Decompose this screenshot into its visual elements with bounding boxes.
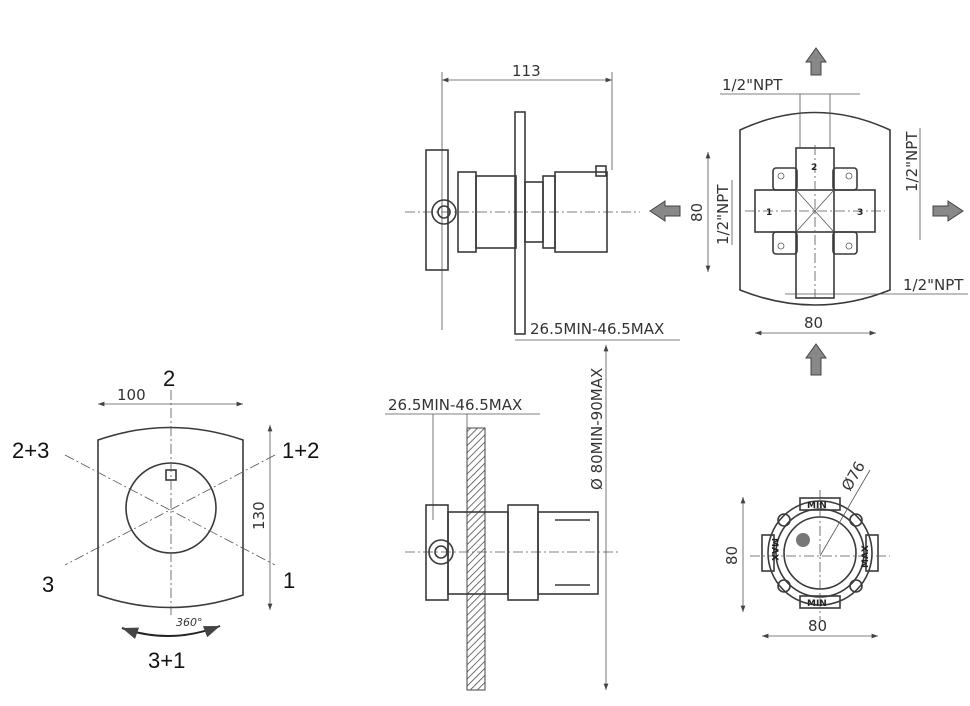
min-top: MIN (807, 501, 827, 511)
end-view: Ø76 MIN MIN MAX MAX 80 80 (723, 458, 890, 639)
flow-arrow-up-icon (805, 47, 827, 76)
flow-arrow-in-icon (805, 343, 827, 376)
cartridge (554, 171, 608, 253)
height-130: 130 (250, 501, 268, 530)
min-bottom: MIN (807, 599, 827, 609)
rotation-arrow-icon (121, 625, 221, 639)
diameter-76: Ø76 (838, 458, 869, 494)
position-1: 1 (283, 568, 295, 593)
position-1-2: 1+2 (282, 438, 319, 463)
cutout-diameter: Ø 80MIN-90MAX (588, 368, 606, 490)
side-view-top: 113 26.5MIN-46.5MAX (405, 62, 680, 341)
npt-top: 1/2"NPT (722, 76, 783, 94)
position-2-3: 2+3 (12, 438, 49, 463)
max-left: MAX (769, 538, 779, 561)
height-80: 80 (688, 203, 706, 222)
rotation-label: 360° (176, 616, 203, 629)
position-2: 2 (163, 366, 175, 391)
front-plate-view: 100 130 2 2+3 1+2 3 1 3+1 360° (12, 366, 319, 673)
screw-icon (796, 533, 810, 547)
wall-range-bottom: 26.5MIN-46.5MAX (388, 396, 522, 414)
valve-cap (425, 149, 449, 271)
wall-section (466, 427, 486, 691)
position-3: 3 (42, 572, 54, 597)
width-100: 100 (117, 386, 146, 404)
npt-left: 1/2"NPT (714, 184, 732, 245)
dimension-113: 113 (512, 62, 541, 80)
end-height-80: 80 (723, 546, 741, 565)
width-80: 80 (804, 314, 823, 332)
top-view: 2 1 3 1/2"NPT 80 1/2"NPT 1/2"NPT 1/2"NPT… (649, 47, 968, 376)
flow-arrow-left-icon (649, 200, 681, 222)
npt-right: 1/2"NPT (903, 131, 921, 192)
flow-arrow-right-icon (932, 200, 964, 222)
port-1-label: 1 (766, 208, 772, 218)
wall-range-top: 26.5MIN-46.5MAX (530, 320, 664, 338)
port-2-label: 2 (811, 163, 817, 173)
body-outline (739, 111, 891, 306)
max-right: MAX (861, 545, 871, 568)
port-3-label: 3 (857, 208, 863, 218)
end-width-80: 80 (808, 617, 827, 635)
cover-plate (97, 426, 244, 609)
side-view-bottom: 26.5MIN-46.5MAX Ø 80MIN-90MAX (385, 345, 620, 691)
position-3-1: 3+1 (148, 648, 185, 673)
npt-bottom: 1/2"NPT (903, 276, 964, 294)
